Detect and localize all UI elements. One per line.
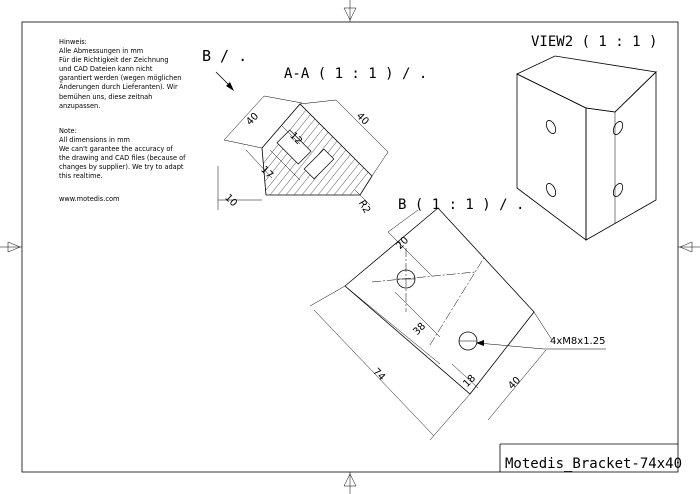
detail-marker-label: B / . [202, 47, 247, 65]
section-dim-radius: R2 [356, 199, 372, 216]
section-hatching [262, 104, 372, 195]
section-title: A-A ( 1 : 1 ) / . [284, 66, 427, 82]
section-dim-40-left: 40 [244, 111, 261, 128]
note-english: Note: All dimensions in mm We can't gara… [59, 127, 186, 181]
detail-dim-20: 20 [394, 235, 411, 252]
iso-view-title: VIEW2 ( 1 : 1 ) [531, 34, 657, 50]
thread-callout: 4xM8x1.25 [550, 336, 605, 347]
iso-view [516, 55, 657, 241]
detail-dim-38: 38 [411, 321, 428, 338]
section-dim-17: 17 [258, 164, 275, 181]
detail-dim-40: 40 [506, 375, 523, 392]
part-name: Motedis_Bracket-74x40 [505, 456, 682, 472]
detail-view [309, 207, 606, 441]
website-note: www.motedis.com [59, 195, 120, 203]
section-dim-40-right: 40 [354, 111, 371, 128]
detail-marker-arrow [215, 71, 234, 91]
detail-dim-74: 74 [370, 366, 387, 383]
section-dim-10: 10 [222, 192, 239, 209]
detail-view-title: B ( 1 : 1 ) / . [398, 197, 524, 213]
note-german: Hinweis: Alle Abmessungen in mm Für die … [59, 38, 182, 110]
section-view [217, 95, 389, 210]
